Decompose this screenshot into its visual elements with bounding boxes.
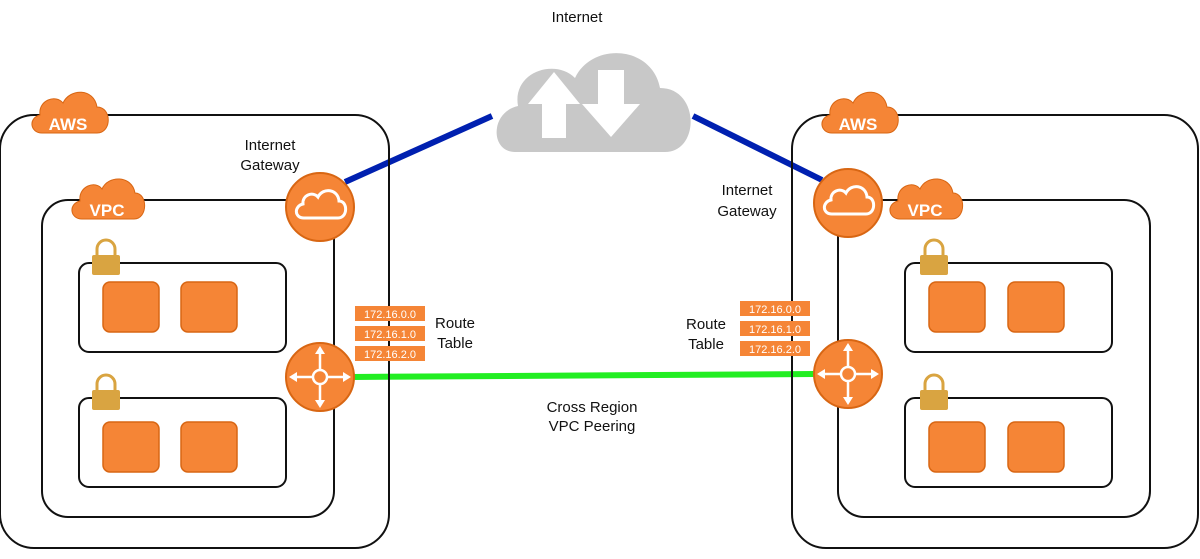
left-subnet-2 [78,397,287,488]
download-arrow-icon [582,70,640,137]
left-subnet-2-instance-2-icon [180,421,238,473]
right-route-entry: 172.16.2.0 [749,344,801,356]
right-route-table-label-line2: Table [688,336,724,353]
right-subnet-2 [904,397,1113,488]
left-gateway-label-line1: Internet [245,137,297,154]
left-gateway-label-line2: Gateway [240,157,300,174]
internet-label: Internet [552,9,604,26]
right-subnet-1-instance-1-icon [928,281,986,333]
upload-arrow-icon [528,72,580,138]
left-subnet-1-instance-2-icon [180,281,238,333]
right-router-icon [813,339,883,409]
right-route-table: 172.16.0.0 172.16.1.0 172.16.2.0 [740,301,810,356]
right-vpc-border [837,199,1151,518]
internet-link-right [691,113,824,183]
peering-label-line2: VPC Peering [549,418,636,435]
left-router-icon [285,342,355,412]
left-subnet-1-lock-icon [92,238,120,275]
right-route-table-label-line1: Route [686,316,726,333]
peering-label-line1: Cross Region [547,399,638,416]
right-vpc-badge: VPC [889,178,964,220]
right-subnet-1-instance-2-icon [1007,281,1065,333]
right-subnet-2-lock-icon [920,373,948,410]
right-aws-badge-text: AWS [839,115,878,134]
right-subnet-1-lock-icon [920,238,948,275]
left-subnet-2-lock-icon [92,373,120,410]
left-aws-badge-text: AWS [49,115,88,134]
internet-cloud-icon [496,53,691,152]
left-subnet-1 [78,262,287,353]
left-subnet-2-instance-1-icon [102,421,160,473]
peering-link [351,371,815,380]
left-route-table-label-line2: Table [437,335,473,352]
left-subnet-1-instance-1-icon [102,281,160,333]
right-internet-gateway-icon [813,168,883,238]
right-aws-region: AWS VPC Internet Gateway [686,91,1199,549]
right-subnet-2-instance-2-icon [1007,421,1065,473]
left-route-entry: 172.16.2.0 [364,349,416,361]
left-internet-gateway-icon [285,172,355,242]
right-gateway-label-line2: Gateway [717,203,777,220]
left-route-table: 172.16.0.0 172.16.1.0 172.16.2.0 [355,306,425,361]
right-vpc-badge-text: VPC [908,201,943,220]
left-route-entry: 172.16.1.0 [364,329,416,341]
right-aws-badge: AWS [821,91,899,134]
left-aws-region: AWS VPC Internet Gateway [0,91,475,549]
left-aws-badge: AWS [31,91,109,134]
left-route-table-label-line1: Route [435,315,475,332]
right-subnet-2-instance-1-icon [928,421,986,473]
left-route-entry: 172.16.0.0 [364,309,416,321]
right-route-entry: 172.16.0.0 [749,304,801,316]
right-route-entry: 172.16.1.0 [749,324,801,336]
right-subnet-1 [904,262,1113,353]
left-vpc-badge-text: VPC [90,201,125,220]
internet-link-left [343,113,494,185]
left-vpc-badge: VPC [71,178,146,220]
right-gateway-label-line1: Internet [722,182,774,199]
